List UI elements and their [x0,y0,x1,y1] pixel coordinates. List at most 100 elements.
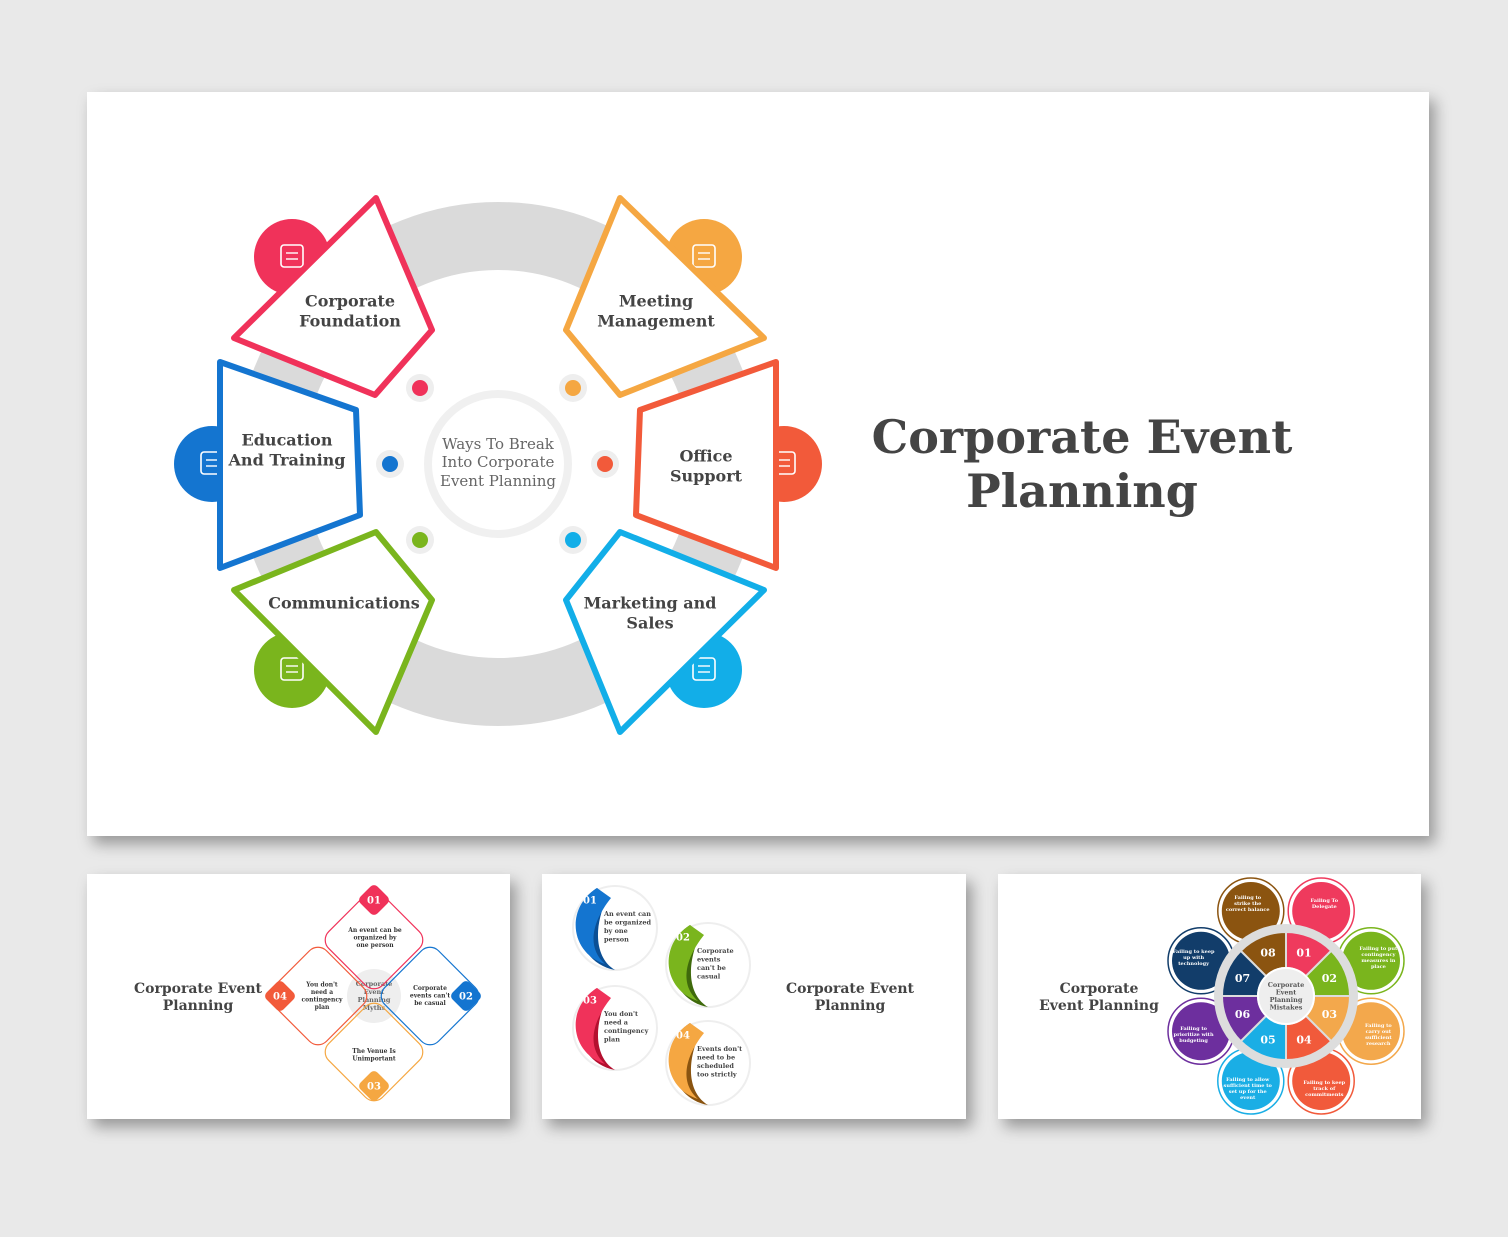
chart-dollar-icon [692,657,716,681]
item-label: Foundation [299,312,401,331]
connector-dot [412,380,428,396]
thumb2-number: 02 [676,933,690,944]
thumb3-item-text: strike the [1234,901,1261,907]
thumb2-title: Corporate Event [786,981,915,997]
thumb1-item-text: need a [311,989,333,996]
connector-dot [382,456,398,472]
connector-dot [597,456,613,472]
thumb3-item-text: sufficient time to [1224,1083,1273,1089]
thumb1-center [347,969,401,1023]
thumb3-item-text: Delegate [1312,904,1337,910]
thumb2-item-text: by one [604,927,628,935]
thumb3-center-text: Event [1276,988,1297,996]
thumb3-item-text: Failing to [1365,1023,1392,1029]
thumb2-item-text: events [697,956,721,964]
item-card-5 [231,529,435,735]
thumb1-title: Corporate Event [134,981,263,997]
thumb3-outer-circle [1341,931,1400,990]
thumb1-item-text: one person [356,942,394,949]
thumbnail-slide-1[interactable] [87,874,510,1119]
thumb2-item-text: scheduled [697,1062,734,1070]
item-label: And Training [228,451,346,470]
thumb3-number: 02 [1322,972,1337,985]
thumb1-card [324,890,424,990]
thumb1-badge [359,1071,389,1101]
thumb3-item-text: correct balance [1226,907,1270,913]
thumb2-item-text: contingency [604,1027,649,1035]
thumb2-item-text: casual [697,973,721,981]
thumb1-title: Planning [163,998,234,1014]
chat-bubbles-icon-glyph [280,657,304,681]
thumb3-item-text: up with [1183,955,1204,961]
thumb2-item-text: too strictly [697,1071,737,1079]
thumb2-drop [575,988,611,1064]
thumb3-number: 05 [1260,1033,1275,1046]
thumb3-number: 01 [1296,947,1311,960]
center-text-line: Event Planning [440,472,556,490]
item-card-4 [633,359,779,571]
thumb3-item-text: Failing to allow [1226,1077,1270,1083]
connector-dot [412,532,428,548]
thumb2-item-text: You don't [603,1010,638,1018]
center-text-line: Ways To Break [442,435,555,453]
thumb3-item-text: technology [1178,961,1210,967]
thumb3-item-text: contingency [1361,952,1396,958]
thumb2-item-text: Corporate [697,947,734,955]
thumb2-item-text: person [604,936,629,944]
item-label: Support [670,467,743,486]
thumb2-number: 04 [676,1031,690,1042]
thumb3-outer-circle [1341,1002,1400,1061]
thumb3-outer-circle [1292,882,1351,941]
thumb3-center-text: Planning [1270,996,1303,1004]
item-label: Meeting [619,292,693,311]
thumb3-number: 07 [1235,972,1250,985]
thumb2-drop [668,1023,704,1099]
calendar-gear-icon [692,244,716,268]
thumb2-title: Planning [815,998,886,1014]
thumb1-card [324,1002,424,1102]
thumb3-title: Corporate [1060,981,1139,997]
slide-title: Corporate Event [872,410,1293,464]
thumb3-center [1257,967,1315,1025]
thumb1-item-text: Unimportant [352,1055,396,1062]
thumb3-item-text: place [1371,964,1386,970]
thumb1-item-text: events can't [410,993,450,1000]
item-card-1 [231,195,435,398]
thumb2-item-text: need a [604,1019,629,1027]
thumb1-center-text: Myths [363,1004,386,1012]
thumb3-outer-circle [1221,1051,1280,1110]
thumb2-number: 01 [583,896,597,907]
chat-bubbles-icon [280,657,304,681]
thumb3-outer-circle [1172,931,1231,990]
thumb2-number: 03 [583,996,597,1007]
thumb3-number: 06 [1235,1008,1251,1021]
thumb2-item-text: need to be [697,1054,735,1062]
item-card-3 [217,359,363,571]
thumb2-item-text: plan [604,1036,620,1044]
connector-dot [565,532,581,548]
thumb3-item-text: research [1366,1041,1391,1047]
item-label: Education [242,431,333,450]
thumb3-outer-circle [1292,1051,1351,1110]
thumb2-drop [575,888,611,964]
thumb3-item-text: prioritize with [1174,1032,1214,1038]
center-circle [424,390,572,538]
thumb1-center-text: Corporate [356,980,393,988]
item-label: Marketing and [584,594,717,613]
thumb3-item-text: Failing to [1234,895,1261,901]
thumb3-item-text: Failing to keep [1303,1080,1345,1086]
thumb1-center-text: Planning [358,996,391,1004]
thumb1-badge [265,981,295,1011]
thumb3-item-text: measures in [1361,958,1395,964]
thumb3-item-text: commitments [1305,1092,1344,1098]
thumb3-center-text: Mistakes [1270,1003,1303,1011]
building-icon-glyph [280,244,304,268]
thumb1-number: 03 [367,1082,381,1093]
thumb3-item-text: track of [1313,1086,1336,1092]
thumb3-number: 08 [1260,947,1276,960]
thumb3-title: Event Planning [1039,998,1159,1014]
thumb2-item-text: can't be [697,964,726,972]
